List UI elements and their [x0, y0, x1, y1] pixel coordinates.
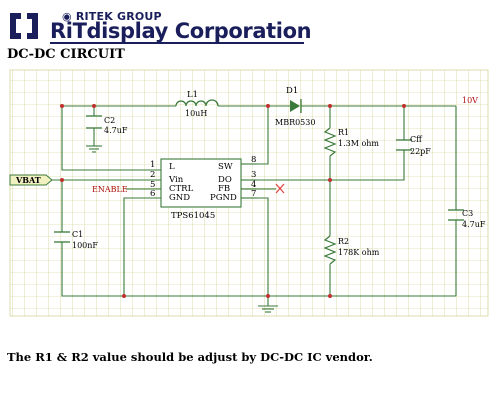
capacitor-cff [396, 139, 412, 151]
ic-pin-label-pgnd: PGND [210, 193, 237, 203]
r2-ref: R2 [338, 237, 349, 246]
r1-value: 1.3M ohm [338, 139, 379, 148]
ic-pin-label-ctrl: CTRL [169, 184, 194, 194]
c1-value: 100nF [72, 241, 98, 250]
inductor-l1: L1 10uH [175, 90, 219, 118]
vbat-net-label: VBAT [9, 174, 53, 186]
capacitor-c3 [448, 209, 464, 221]
wires [52, 105, 457, 306]
footnote: The R1 & R2 value should be adjust by DC… [7, 350, 373, 364]
ritek-logo-icon [10, 13, 38, 39]
c2-value: 4.7uF [104, 126, 128, 135]
brand-name: RiTdisplay Corporation [50, 19, 312, 43]
r1-ref: R1 [338, 128, 349, 137]
ic-pin-num-2: 2 [150, 170, 155, 180]
page-title: DC-DC CIRCUIT [7, 47, 125, 62]
ic-pin-num-4: 4 [251, 180, 256, 190]
ic-pin-label-l: L [169, 162, 175, 172]
enable-label: ENABLE [92, 185, 128, 194]
no-connect-marker-icon [275, 183, 285, 194]
d1-ref: D1 [286, 86, 298, 96]
ic-pin-num-8: 8 [251, 155, 256, 165]
resistor-r2: R2 178K ohm [323, 235, 380, 265]
c3-ref: C3 [462, 209, 473, 218]
ic-pin-label-gnd: GND [169, 193, 190, 203]
globe-icon: ◉ [62, 10, 72, 23]
brand-underline [50, 42, 304, 44]
cff-ref: Cff [410, 135, 423, 144]
c3-value: 4.7uF [462, 220, 486, 229]
ic-pin-num-6: 6 [150, 189, 155, 199]
ic-pin-label-do: DO [218, 175, 232, 185]
l1-value: 10uH [185, 109, 207, 118]
resistor-r1: R1 1.3M ohm [323, 127, 379, 157]
ground-icon [86, 145, 102, 153]
ic-pin-num-7: 7 [251, 189, 256, 199]
vbat-text: VBAT [15, 175, 41, 185]
c1-ref: C1 [72, 230, 83, 239]
cff-value: 22pF [410, 147, 431, 156]
schematic-diagram: 1 2 5 6 L Vin CTRL GND 8 3 4 7 SW DO FB … [9, 69, 489, 317]
ic-pin-label-sw: SW [218, 162, 233, 172]
vout-label: 10V [462, 96, 478, 105]
ic-tps61045: 1 2 5 6 L Vin CTRL GND 8 3 4 7 SW DO FB … [143, 155, 257, 221]
ground-icon [258, 305, 278, 313]
r2-value: 178K ohm [338, 248, 380, 257]
l1-ref: L1 [187, 90, 198, 100]
d1-value: MBR0530 [275, 118, 315, 127]
ic-pin-label-vin: Vin [168, 175, 184, 185]
capacitor-c2 [86, 115, 102, 129]
c2-ref: C2 [104, 116, 115, 125]
grid-background [9, 69, 489, 317]
brand-group-text: RITEK GROUP [75, 10, 162, 23]
header: ◉ RITEK GROUP RiTdisplay Corporation [0, 0, 499, 48]
diode-d1: D1 MBR0530 [275, 86, 315, 127]
ic-pin-num-5: 5 [150, 180, 155, 190]
ic-name: TPS61045 [171, 211, 215, 221]
ic-pin-label-fb: FB [218, 184, 230, 194]
junction-dots [60, 104, 406, 298]
capacitor-c1 [54, 231, 70, 243]
ic-pin-num-1: 1 [150, 160, 155, 170]
ic-pin-num-3: 3 [251, 170, 256, 180]
brand-group: ◉ RITEK GROUP [62, 10, 162, 23]
